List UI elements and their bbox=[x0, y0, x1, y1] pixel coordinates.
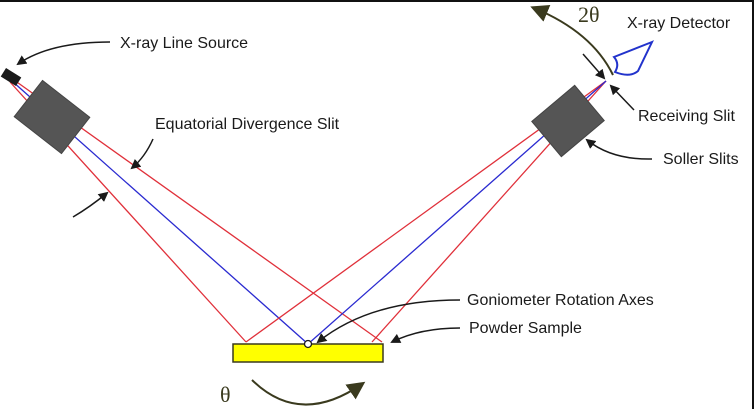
label-powder-sample: Powder Sample bbox=[469, 320, 582, 337]
label-xray-detector: X-ray Detector bbox=[627, 15, 731, 32]
soller-slits-block bbox=[531, 84, 605, 158]
goniometer-callout-arrow bbox=[316, 299, 461, 344]
theta-rotation-arrow bbox=[251, 379, 366, 406]
xray-source-block bbox=[0, 67, 22, 87]
label-equatorial-divergence-slit: Equatorial Divergence Slit bbox=[155, 116, 340, 133]
label-receiving-slit: Receiving Slit bbox=[638, 108, 735, 125]
source-callout-arrow bbox=[16, 41, 111, 66]
xray-detector-icon bbox=[612, 40, 655, 76]
divergence-slit-block bbox=[13, 79, 91, 155]
receiving-slit-arrow-upper bbox=[582, 53, 606, 80]
label-soller-slits: Soller Slits bbox=[663, 151, 739, 168]
label-goniometer-rotation-axes: Goniometer Rotation Axes bbox=[467, 292, 654, 309]
divergence-slit-callout-arrow-lower bbox=[72, 191, 109, 218]
soller-slits-callout-arrow bbox=[585, 138, 653, 160]
label-theta: θ bbox=[220, 382, 231, 407]
powder-sample-callout-arrow bbox=[390, 327, 461, 343]
two-theta-rotation-arrow bbox=[530, 5, 614, 76]
goniometer-axis-point bbox=[303, 339, 313, 349]
label-two-theta: 2θ bbox=[578, 2, 600, 27]
divergence-slit-callout-arrow-upper bbox=[130, 138, 154, 170]
receiving-slit-arrow-lower bbox=[609, 84, 635, 111]
label-xray-line-source: X-ray Line Source bbox=[120, 35, 248, 52]
